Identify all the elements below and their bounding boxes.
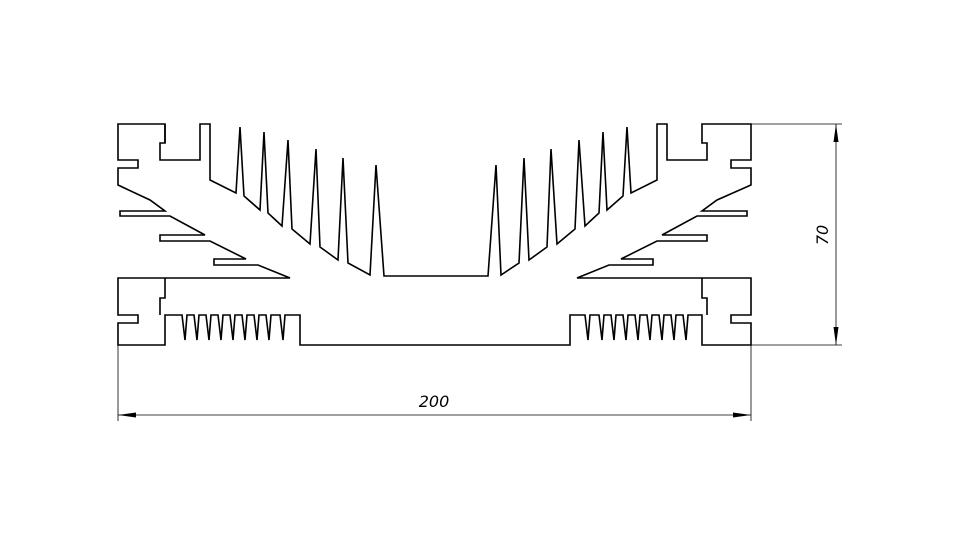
- right-bottom-mount-slot: [701, 278, 708, 315]
- width-arrow-left: [118, 412, 136, 418]
- height-arrow-bottom: [833, 327, 839, 345]
- width-dimension-label: 200: [419, 392, 450, 411]
- height-arrow-top: [833, 124, 839, 142]
- left-bottom-mount-slot: [159, 278, 166, 315]
- height-dimension-label: 70: [813, 225, 832, 245]
- heatsink-profile-outline: [117, 123, 752, 346]
- width-arrow-right: [733, 412, 751, 418]
